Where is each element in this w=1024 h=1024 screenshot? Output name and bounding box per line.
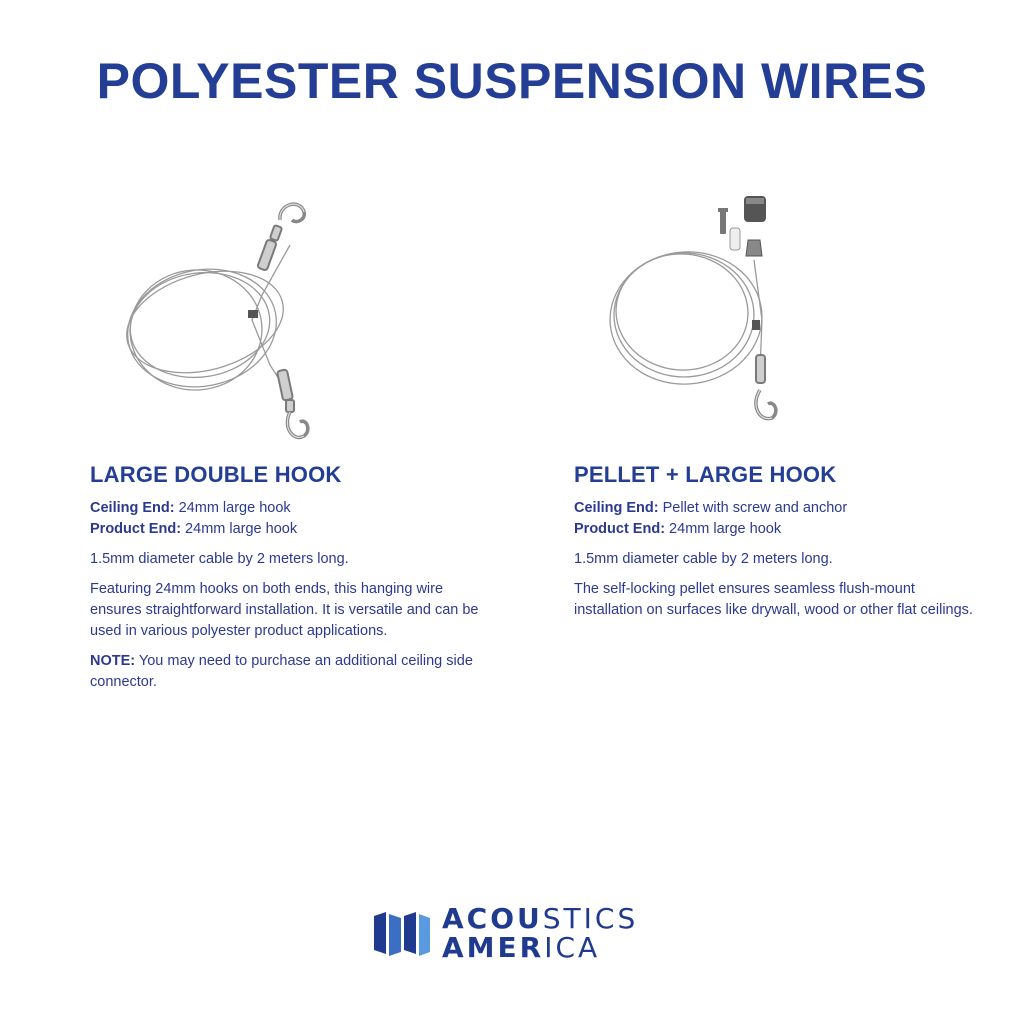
- product-name: LARGE DOUBLE HOOK: [90, 462, 342, 487]
- logo-wordmark: ACOUSTICS AMERICA: [442, 904, 638, 962]
- cable-spec: 1.5mm diameter cable by 2 meters long.: [90, 551, 349, 567]
- product-note: NOTE: You may need to purchase an additi…: [90, 651, 490, 693]
- product-end-value: 24mm large hook: [181, 521, 298, 537]
- product-description: The self-locking pellet ensures seamless…: [574, 581, 973, 618]
- acoustics-america-logo-icon: [374, 912, 430, 956]
- product-name: PELLET + LARGE HOOK: [574, 462, 837, 487]
- logo-line-2-light: ICA: [544, 931, 601, 964]
- product-large-double-hook: LARGE DOUBLE HOOK Ceiling End: 24mm larg…: [90, 190, 490, 693]
- product-description: Featuring 24mm hooks on both ends, this …: [90, 581, 479, 639]
- product-end-value: 24mm large hook: [665, 521, 782, 537]
- ceiling-end-label: Ceiling End:: [574, 500, 659, 516]
- logo-line-1-bold: ACOU: [442, 902, 543, 935]
- double-hook-wire-icon: [90, 190, 490, 450]
- product-end-label: Product End:: [90, 521, 182, 537]
- cable-spec: 1.5mm diameter cable by 2 meters long.: [574, 551, 833, 567]
- product-end-spec: Product End: 24mm large hook: [574, 519, 974, 540]
- product-end-label: Product End:: [574, 521, 666, 537]
- note-label: NOTE:: [90, 653, 136, 669]
- pellet-hook-wire-icon: [574, 190, 974, 450]
- product-pellet-large-hook: PELLET + LARGE HOOK Ceiling End: Pellet …: [574, 190, 974, 621]
- product-end-spec: Product End: 24mm large hook: [90, 519, 490, 540]
- logo-line-2: AMERICA: [442, 933, 638, 962]
- page-title: POLYESTER SUSPENSION WIRES: [96, 53, 928, 109]
- note-text: You may need to purchase an additional c…: [90, 653, 473, 690]
- spec-block: Ceiling End: 24mm large hook Product End…: [90, 498, 490, 540]
- ceiling-end-spec: Ceiling End: Pellet with screw and ancho…: [574, 498, 974, 519]
- logo-line-1-light: STICS: [542, 902, 639, 935]
- ceiling-end-value: 24mm large hook: [174, 500, 291, 516]
- logo-line-1: ACOUSTICS: [442, 904, 638, 933]
- acoustics-america-logo: ACOUSTICS AMERICA: [374, 904, 674, 964]
- ceiling-end-value: Pellet with screw and anchor: [658, 500, 848, 516]
- logo-line-2-bold: AMER: [442, 931, 545, 964]
- spec-block: Ceiling End: Pellet with screw and ancho…: [574, 498, 974, 540]
- ceiling-end-spec: Ceiling End: 24mm large hook: [90, 498, 490, 519]
- ceiling-end-label: Ceiling End:: [90, 500, 175, 516]
